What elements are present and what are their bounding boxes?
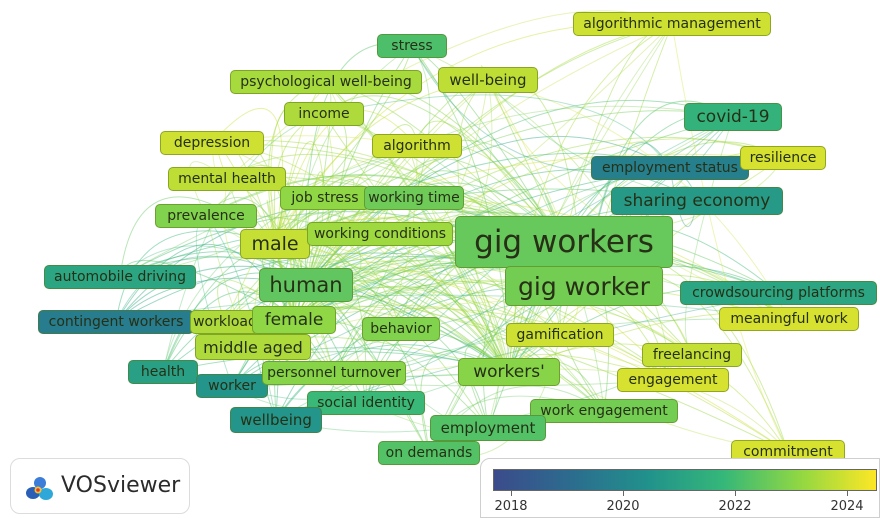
keyword-node[interactable]: engagement: [617, 368, 729, 392]
link-curve: [305, 245, 402, 330]
link-curve: [293, 307, 674, 381]
link-curve: [333, 292, 510, 374]
link-curve: [411, 45, 510, 373]
scale-tick-mark: [847, 491, 848, 496]
scale-tick-label: 2022: [718, 499, 752, 514]
keyword-node[interactable]: job stress: [280, 186, 370, 210]
keyword-node[interactable]: freelancing: [642, 343, 742, 367]
keyword-node[interactable]: employment: [430, 415, 546, 441]
link-curve: [224, 212, 283, 323]
link-curve: [217, 279, 295, 323]
link-curve: [293, 304, 789, 453]
keyword-node[interactable]: on demands: [378, 441, 480, 465]
keyword-node[interactable]: contingent workers: [38, 310, 194, 334]
link-curve: [115, 294, 790, 323]
link-curve: [119, 145, 418, 278]
keyword-node[interactable]: gig worker: [505, 266, 663, 306]
keyword-node[interactable]: employment status: [591, 156, 749, 180]
link-curve: [293, 116, 734, 321]
link-curve: [205, 215, 381, 264]
scale-tick-mark: [623, 491, 624, 496]
keyword-node[interactable]: algorithm: [372, 134, 462, 158]
vosviewer-logo: VOSviewer: [10, 458, 190, 514]
keyword-node[interactable]: female: [252, 306, 336, 334]
keyword-node[interactable]: working conditions: [307, 222, 453, 246]
color-gradient-bar: [493, 469, 877, 491]
keyword-node[interactable]: covid-19: [684, 103, 782, 131]
keyword-node[interactable]: automobile driving: [44, 265, 196, 289]
link-curve: [324, 139, 565, 243]
link-curve: [274, 200, 790, 320]
keyword-node[interactable]: middle aged: [195, 334, 311, 360]
keyword-node[interactable]: personnel turnover: [262, 361, 406, 385]
keyword-node[interactable]: behavior: [362, 317, 440, 341]
keyword-node[interactable]: income: [284, 102, 364, 126]
keyword-node[interactable]: algorithmic management: [573, 12, 771, 36]
link-curve: [333, 45, 431, 374]
link-curve: [323, 95, 565, 243]
link-curve: [508, 307, 561, 373]
keyword-node[interactable]: work engagement: [530, 399, 678, 423]
link-curve: [119, 256, 510, 373]
link-curve: [231, 285, 585, 387]
link-curve: [205, 174, 565, 243]
keyword-node[interactable]: working time: [364, 186, 464, 210]
keyword-node[interactable]: meaningful work: [719, 307, 859, 331]
keyword-node[interactable]: health: [128, 360, 198, 384]
link-curve: [293, 138, 784, 321]
scale-tick-label: 2020: [606, 499, 640, 514]
link-curve: [205, 214, 510, 373]
link-curve: [293, 286, 561, 336]
link-curve: [162, 291, 295, 373]
keyword-node[interactable]: mental health: [168, 167, 286, 191]
link-curve: [325, 81, 605, 412]
scale-tick-label: 2018: [494, 499, 528, 514]
scale-tick-mark: [735, 491, 736, 496]
keyword-node[interactable]: workload: [190, 310, 260, 334]
link-curve: [275, 344, 510, 421]
keyword-node[interactable]: depression: [160, 131, 264, 155]
link-curve: [274, 243, 789, 453]
keyword-node[interactable]: psychological well-being: [230, 70, 422, 94]
keyword-node[interactable]: sharing economy: [611, 187, 783, 215]
keyword-node[interactable]: prevalence: [155, 204, 257, 228]
keyword-node[interactable]: gamification: [506, 323, 614, 347]
keyword-node[interactable]: male: [240, 229, 310, 259]
keyword-node[interactable]: workers': [458, 358, 560, 386]
keyword-node[interactable]: gig workers: [455, 216, 673, 268]
link-curve: [400, 284, 510, 373]
keyword-node[interactable]: well-being: [438, 67, 538, 93]
scale-tick-label: 2024: [830, 499, 864, 514]
link-curve: [323, 94, 671, 169]
logo-text: VOSviewer: [61, 473, 181, 498]
keyword-node[interactable]: human: [259, 268, 353, 302]
keyword-node[interactable]: stress: [377, 34, 447, 58]
link-curve: [293, 23, 673, 321]
keyword-node[interactable]: crowdsourcing platforms: [680, 281, 877, 305]
link-curve: [274, 243, 605, 412]
link-curve: [671, 23, 789, 453]
keyword-node[interactable]: worker: [196, 374, 268, 398]
keyword-node[interactable]: resilience: [740, 146, 826, 170]
link-curve: [274, 153, 784, 245]
link-curve: [457, 79, 510, 373]
keyword-node[interactable]: wellbeing: [230, 407, 322, 433]
keyword-node[interactable]: social identity: [307, 391, 425, 415]
vosviewer-logo-icon: [26, 477, 53, 500]
link-curve: [400, 79, 493, 330]
link-curve: [231, 347, 510, 387]
year-color-scale: 2018 2020 2022 2024: [480, 458, 880, 518]
scale-tick-mark: [511, 491, 512, 496]
